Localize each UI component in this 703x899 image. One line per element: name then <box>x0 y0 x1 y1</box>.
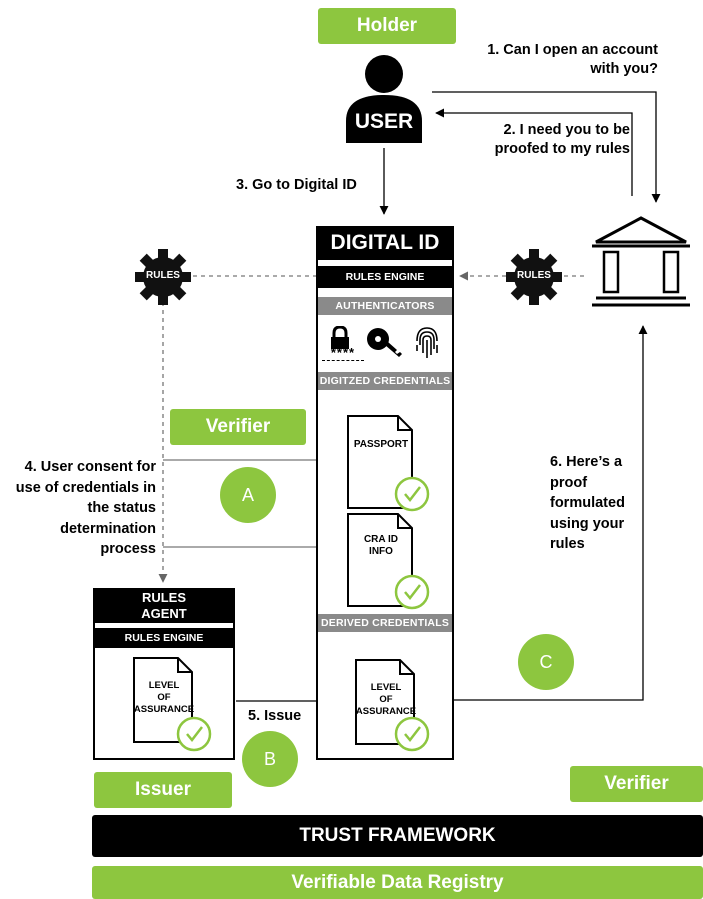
authenticators-header: AUTHENTICATORS <box>318 297 452 315</box>
agent-loa-line3: ASSURANCE <box>133 704 195 715</box>
digital-id-title: DIGITAL ID <box>316 226 454 260</box>
step-5-text: 5. Issue <box>248 708 302 724</box>
derived-loa-line3: ASSURANCE <box>355 706 417 717</box>
key-icon <box>367 328 402 357</box>
circle-c: C <box>518 634 574 690</box>
arrow-step-2 <box>435 108 633 196</box>
step-4-text: 4. User consent for use of credentials i… <box>15 459 156 557</box>
verifier-top-label: Verifier <box>170 409 306 445</box>
cra-label-line2: INFO <box>369 546 393 557</box>
issuer-label: Issuer <box>94 772 232 808</box>
user-icon <box>346 55 422 143</box>
step-2-text: 2. I need you to be proofed to my rules <box>494 122 630 157</box>
passport-document-icon <box>347 415 430 512</box>
arrow-step-1 <box>432 91 661 203</box>
digital-id-rules-engine: RULES ENGINE <box>316 266 454 288</box>
agent-loa-document-icon <box>133 657 212 752</box>
bank-icon <box>592 216 690 307</box>
circle-a: A <box>220 467 276 523</box>
derived-loa-line1: LEVEL <box>370 682 402 693</box>
cra-label-line1: CRA ID <box>363 534 399 545</box>
rules-agent-title-line2: AGENT <box>141 606 187 621</box>
rules-agent-rules-engine: RULES ENGINE <box>93 628 235 648</box>
rules-agent-title-bg <box>93 588 235 623</box>
rules-gear-label-right: RULES <box>517 270 551 281</box>
agent-loa-line2: OF <box>157 692 171 703</box>
fingerprint-icon <box>416 327 438 358</box>
verifiable-data-registry-bar: Verifiable Data Registry <box>92 866 703 899</box>
trust-framework-bar: TRUST FRAMEWORK <box>92 815 703 857</box>
lock-icon <box>331 326 349 349</box>
user-label: USER <box>354 110 414 133</box>
circle-b: B <box>242 731 298 787</box>
step-3-text: 3. Go to Digital ID <box>236 177 357 193</box>
step-1-text: 1. Can I open an account with you? <box>487 42 658 77</box>
rules-gear-icon-left <box>135 249 191 305</box>
cra-document-icon <box>347 513 430 610</box>
agent-loa-line1: LEVEL <box>148 680 180 691</box>
arrow-step-6 <box>436 325 648 701</box>
passport-label: PASSPORT <box>353 439 409 450</box>
rules-gear-icon-right <box>506 249 562 305</box>
holder-label: Holder <box>318 8 456 44</box>
digitized-credentials-header: DIGITZED CREDENTIALS <box>318 372 452 390</box>
step-6-text: 6. Here’s a proof formulated using your … <box>550 454 625 552</box>
derived-credentials-header: DERIVED CREDENTIALS <box>318 614 452 632</box>
verifier-bottom-label: Verifier <box>570 766 703 802</box>
pin-stars: **** <box>322 345 364 361</box>
rules-agent-title-line1: RULES <box>141 590 187 605</box>
derived-loa-document-icon <box>355 659 430 752</box>
derived-loa-line2: OF <box>379 694 393 705</box>
rules-gear-label-left: RULES <box>146 270 180 281</box>
